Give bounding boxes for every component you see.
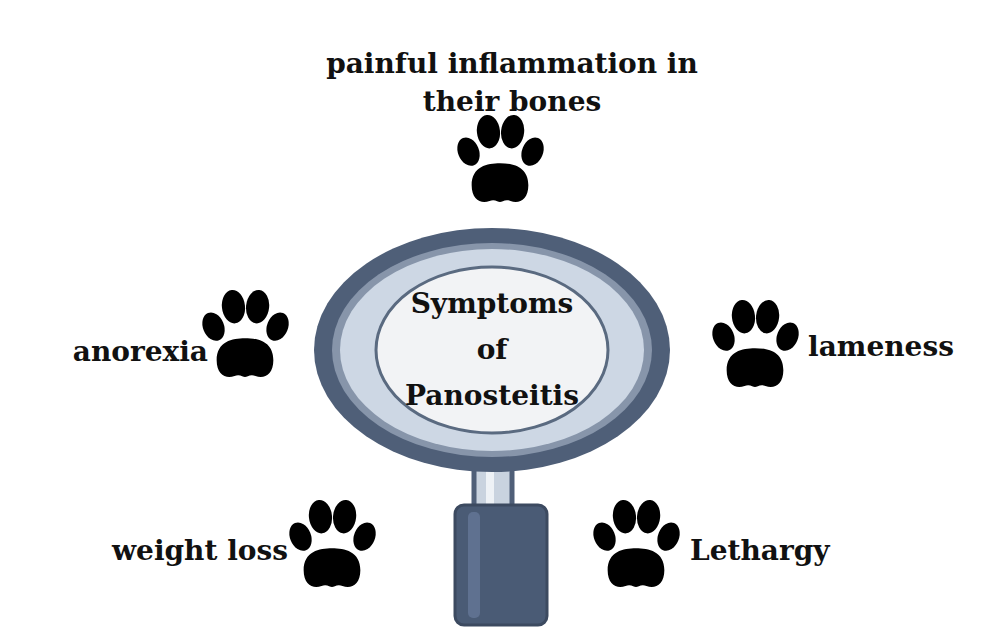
paw-print (589, 499, 684, 587)
lens-glass (340, 249, 644, 451)
lens-center: Symptoms of Panosteitis (374, 265, 610, 435)
paw-print (285, 499, 380, 587)
paw-print (198, 289, 293, 377)
symptom-label: painful inflammation in their bones (297, 45, 727, 121)
handle-grip-shine (468, 512, 480, 618)
paw-print (453, 114, 548, 202)
lens-frame (314, 228, 670, 472)
symptom-label: Lethargy (690, 532, 830, 570)
symptom-label: anorexia (73, 333, 208, 371)
lens-title: Symptoms of Panosteitis (405, 281, 579, 420)
lens-center-outline (376, 267, 608, 433)
symptom-label: lameness (808, 328, 954, 366)
symptom-label: weight loss (112, 532, 288, 570)
handle-grip (455, 505, 547, 625)
paw-print (708, 299, 803, 387)
lens-frame-inner (332, 243, 652, 457)
